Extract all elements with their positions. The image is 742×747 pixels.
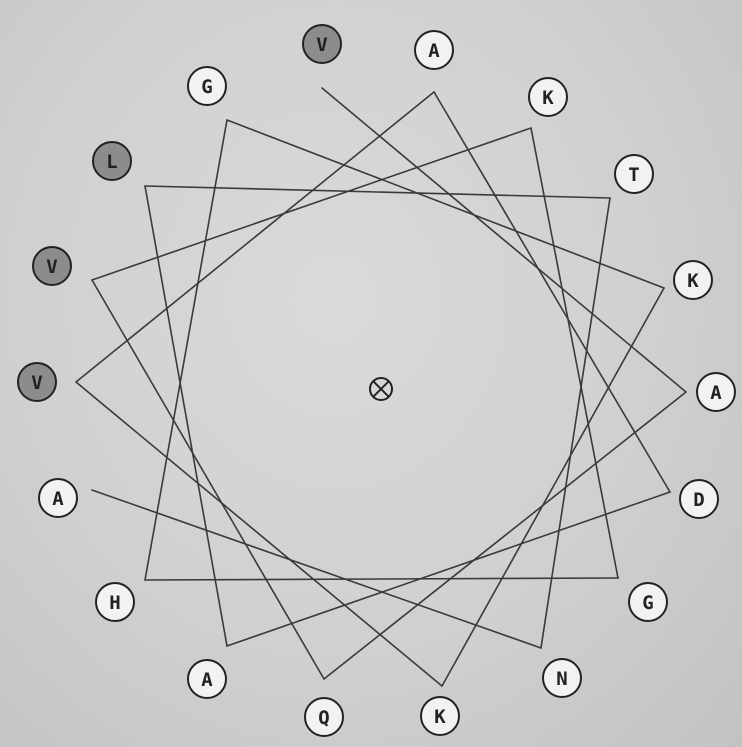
connection-line — [144, 119, 228, 581]
residue-label: D — [693, 489, 704, 511]
residue-label: G — [201, 76, 212, 98]
residue-label: V — [31, 372, 42, 394]
polar-residue-circle — [696, 372, 736, 412]
residue-node: V — [302, 24, 342, 64]
residue-label: Q — [318, 707, 329, 729]
polar-residue-circle — [420, 696, 460, 736]
hydrophobic-residue-circle — [17, 362, 57, 402]
connection-line — [323, 391, 687, 680]
connection-line — [433, 91, 671, 493]
center-axis-icon — [369, 377, 393, 401]
residue-node: K — [528, 77, 568, 117]
connection-line — [144, 185, 611, 199]
residue-label: T — [628, 164, 639, 186]
residue-node: K — [420, 696, 460, 736]
residue-label: L — [106, 151, 117, 173]
hydrophobic-residue-circle — [32, 246, 72, 286]
polar-residue-circle — [304, 697, 344, 737]
connection-line — [226, 491, 671, 647]
residue-label: K — [434, 706, 446, 728]
connection-line — [91, 127, 532, 281]
residue-node: T — [614, 154, 654, 194]
connection-line — [75, 381, 443, 687]
residue-label: A — [201, 669, 213, 691]
polar-residue-circle — [614, 154, 654, 194]
residue-node: A — [414, 30, 454, 70]
residue-node: G — [187, 66, 227, 106]
connection-line — [75, 91, 435, 383]
polar-residue-circle — [528, 77, 568, 117]
hydrophobic-residue-circle — [302, 24, 342, 64]
residue-node: A — [187, 659, 227, 699]
connection-line — [91, 279, 325, 680]
hydrophobic-residue-circle — [92, 141, 132, 181]
polar-residue-circle — [187, 66, 227, 106]
connection-line — [226, 119, 665, 289]
residue-node: V — [32, 246, 72, 286]
residue-node: A — [38, 478, 78, 518]
residue-label: N — [556, 668, 567, 690]
residue-label: A — [428, 40, 440, 62]
polar-residue-circle — [628, 582, 668, 622]
residue-label: K — [687, 270, 699, 292]
connection-line — [91, 489, 542, 649]
residue-node: H — [95, 582, 135, 622]
connection-line — [530, 127, 619, 579]
residue-node: N — [542, 658, 582, 698]
polar-residue-circle — [542, 658, 582, 698]
polar-residue-circle — [38, 478, 78, 518]
polar-residue-circle — [414, 30, 454, 70]
polar-residue-circle — [673, 260, 713, 300]
connection-line — [144, 185, 228, 647]
residue-label: V — [316, 34, 327, 56]
wheel-residues: V A K T K A D G N K Q A H A V V L G — [17, 24, 736, 737]
polar-residue-circle — [187, 659, 227, 699]
connection-line — [321, 87, 687, 393]
residue-label: V — [46, 256, 57, 278]
residue-node: L — [92, 141, 132, 181]
residue-label: A — [710, 382, 722, 404]
residue-node: K — [673, 260, 713, 300]
residue-node: D — [679, 479, 719, 519]
residue-node: A — [696, 372, 736, 412]
residue-label: G — [642, 592, 653, 614]
residue-label: A — [52, 488, 64, 510]
residue-node: V — [17, 362, 57, 402]
connection-line — [144, 577, 619, 581]
connection-line — [540, 197, 611, 649]
polar-residue-circle — [95, 582, 135, 622]
residue-label: K — [542, 87, 554, 109]
wheel-connections — [75, 87, 687, 687]
residue-label: H — [109, 592, 120, 614]
polar-residue-circle — [679, 479, 719, 519]
connection-line — [441, 287, 665, 687]
residue-node: Q — [304, 697, 344, 737]
residue-node: G — [628, 582, 668, 622]
